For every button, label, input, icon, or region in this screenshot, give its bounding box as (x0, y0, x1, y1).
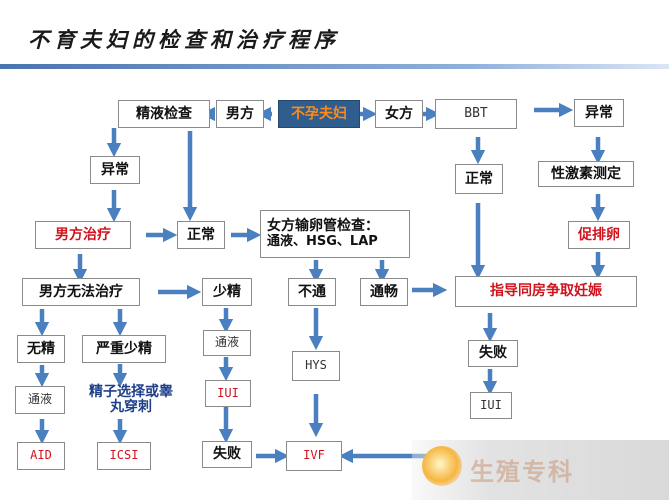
aid-box: AID (17, 442, 65, 470)
blocked-box: 不通 (288, 278, 336, 306)
watermark-text: 生殖专科 (470, 458, 574, 486)
guide-intercourse-box: 指导同房争取妊娠 (455, 276, 637, 307)
ivf-box: IVF (286, 441, 342, 471)
male-treatment-box: 男方治疗 (35, 221, 131, 249)
infertile-couple-box: 不孕夫妇 (278, 100, 360, 128)
iui-mid-box: IUI (205, 380, 251, 407)
icsi-box: ICSI (97, 442, 151, 470)
hormone-test-box: 性激素测定 (538, 161, 634, 187)
title-underline (0, 64, 669, 69)
page-title: 不育夫妇的检查和治疗程序 (28, 27, 340, 52)
failure-right-box: 失败 (468, 340, 518, 367)
bbt-normal-box: 正常 (455, 164, 503, 194)
tubal-exam-box: 女方输卵管检查： 通液、HSG、LAP (260, 210, 410, 258)
bbt-box: BBT (435, 99, 517, 129)
oligospermia-box: 少精 (202, 278, 252, 306)
iui-right-box: IUI (470, 392, 512, 419)
failure-mid-box: 失败 (202, 441, 252, 468)
abnormal-bbt-box: 异常 (574, 99, 624, 127)
patent-box: 通畅 (360, 278, 408, 306)
tubal-exam-line1: 女方输卵管检查： (267, 218, 379, 235)
ovulation-induction-box: 促排卵 (568, 221, 630, 249)
semen-exam-box: 精液检查 (118, 100, 210, 128)
tubal-exam-line2: 通液、HSG、LAP (267, 233, 378, 249)
female-box: 女方 (375, 100, 423, 128)
azoospermia-box: 无精 (17, 335, 65, 363)
hydrotubation-left-box: 通液 (15, 386, 65, 414)
watermark-logo-icon (422, 446, 462, 486)
male-untreatable-box: 男方无法治疗 (22, 278, 140, 306)
semen-abnormal-box: 异常 (90, 156, 140, 184)
sperm-selection-text: 精子选择或睾丸穿刺 (89, 384, 173, 415)
hydrotubation-mid-box: 通液 (203, 330, 251, 356)
male-box: 男方 (216, 100, 264, 128)
sperm-selection-label: 精子选择或睾丸穿刺 (76, 382, 186, 418)
semen-normal-box: 正常 (177, 221, 225, 249)
hys-box: HYS (292, 351, 340, 381)
severe-oligospermia-box: 严重少精 (82, 335, 166, 363)
